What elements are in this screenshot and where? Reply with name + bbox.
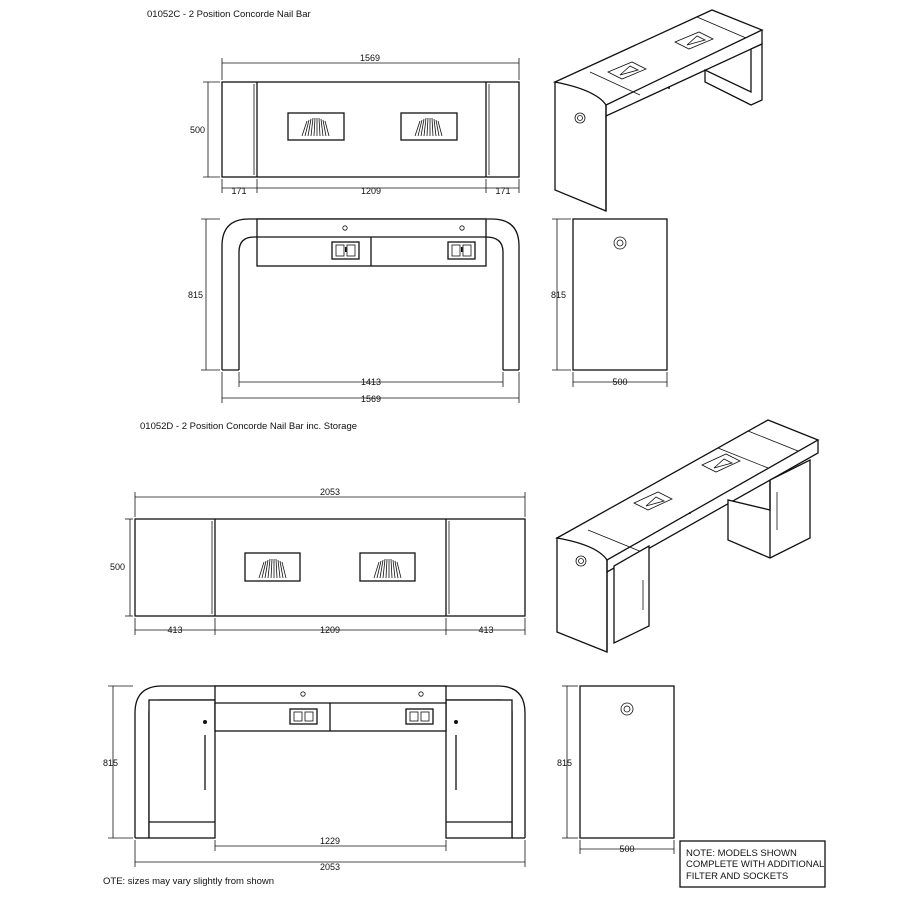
filter-panel-left-icon — [287, 112, 345, 141]
filter-panel-right-icon — [400, 112, 458, 141]
dim-c-side-depth: 500 — [612, 377, 627, 387]
dim-c-plan-depth: 500 — [190, 125, 205, 135]
dim-d-center: 1209 — [320, 625, 340, 635]
filter-panel-right-icon — [359, 552, 416, 582]
socket-right-icon — [405, 708, 434, 725]
dim-c-side-height: 815 — [551, 290, 566, 300]
dim-d-plan-width: 2053 — [320, 487, 340, 497]
footnote-sizes: OTE: sizes may vary slightly from shown — [103, 876, 274, 887]
dim-d-end-left: 413 — [167, 625, 182, 635]
isometric-view-01052c — [552, 9, 764, 212]
dim-c-front-inner: 1413 — [361, 377, 381, 387]
plan-view-01052c — [203, 58, 520, 193]
dim-c-center: 1209 — [361, 186, 381, 196]
socket-left-icon — [289, 708, 318, 725]
dim-d-front-inner: 1229 — [320, 836, 340, 846]
dim-c-front-height: 815 — [188, 290, 203, 300]
filter-panel-left-icon — [244, 552, 301, 582]
front-view-01052d — [108, 685, 526, 867]
dim-c-front-width: 1569 — [361, 394, 381, 404]
dim-d-front-width: 2053 — [320, 862, 340, 872]
note-line-3: FILTER AND SOCKETS — [686, 871, 788, 882]
note-line-2: COMPLETE WITH ADDITIONAL — [686, 859, 824, 870]
note-line-1: NOTE: MODELS SHOWN — [686, 848, 797, 859]
dim-c-end-right: 171 — [495, 186, 510, 196]
dim-c-plan-width: 1569 — [360, 53, 380, 63]
dim-d-end-right: 413 — [478, 625, 493, 635]
isometric-view-01052d — [555, 419, 820, 653]
dim-d-side-height: 815 — [557, 758, 572, 768]
front-view-01052c — [201, 218, 520, 403]
dim-d-side-depth: 500 — [619, 844, 634, 854]
plan-view-01052d — [125, 492, 526, 635]
dim-c-end-left: 171 — [231, 186, 246, 196]
dim-d-front-height: 815 — [103, 758, 118, 768]
title-01052c: 01052C - 2 Position Concorde Nail Bar — [147, 9, 311, 20]
socket-right-icon — [447, 241, 476, 260]
socket-left-icon — [331, 241, 360, 260]
dim-d-plan-depth: 500 — [110, 562, 125, 572]
note-box: NOTE: MODELS SHOWN COMPLETE WITH ADDITIO… — [679, 840, 826, 888]
title-01052d: 01052D - 2 Position Concorde Nail Bar in… — [140, 421, 357, 432]
side-view-01052c — [552, 218, 668, 387]
side-view-01052d — [562, 685, 675, 854]
